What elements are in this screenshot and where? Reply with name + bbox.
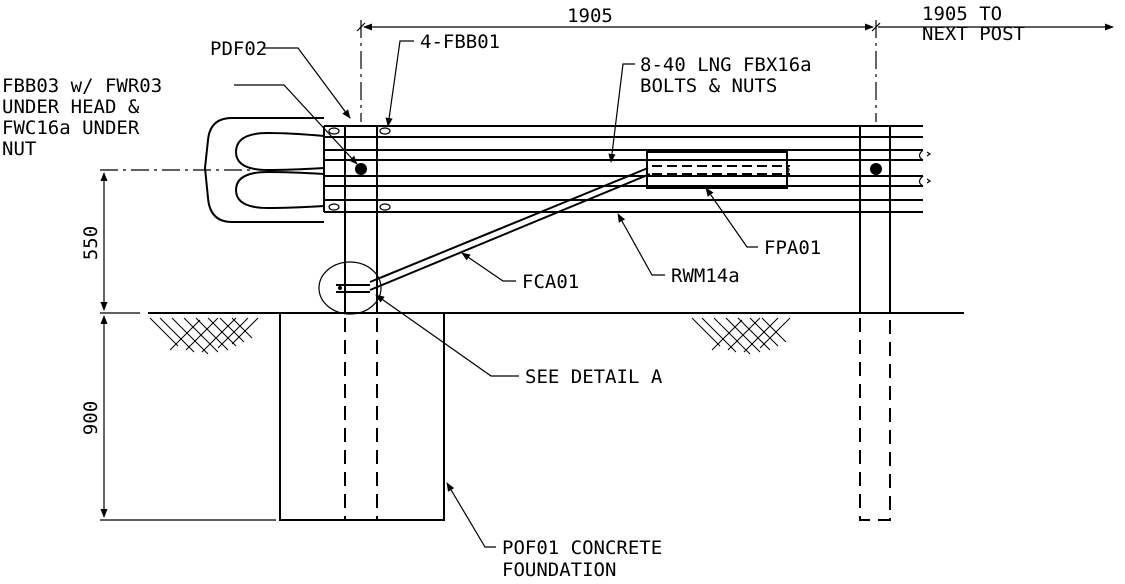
label-fbb01: 4-FBB01	[420, 31, 500, 53]
callout-rwm14a: RWM14a	[617, 213, 740, 287]
callout-fbx16a: 8-40 LNG FBX16a BOLTS & NUTS	[608, 54, 812, 163]
dimension-1905: 1905	[356, 5, 1114, 122]
label-fbx16a-line1: 8-40 LNG FBX16a	[640, 54, 812, 76]
label-pof01-line1: POF01 CONCRETE	[502, 537, 662, 559]
dimension-900: 900	[80, 315, 276, 521]
dimension-next-post-line2: NEXT POST	[922, 23, 1025, 45]
dimension-next-post: 1905 TO NEXT POST	[922, 3, 1025, 45]
concrete-foundation	[279, 313, 445, 521]
label-fpa01: FPA01	[764, 237, 821, 259]
label-fbb03-line2: UNDER HEAD &	[2, 96, 140, 118]
buffer-end-terminal	[203, 117, 325, 223]
callout-fca01: FCA01	[461, 252, 579, 293]
soil-hatch-left	[149, 317, 259, 355]
soil-hatch-right	[691, 317, 791, 355]
anchor-cable	[336, 167, 651, 293]
dimension-550: 550	[80, 169, 250, 314]
label-fbb03-line4: NUT	[2, 138, 36, 160]
post-bolt-end	[355, 163, 367, 175]
label-fbx16a-line2: BOLTS & NUTS	[640, 75, 777, 97]
post-bolt-line	[870, 163, 882, 175]
label-see-detail-a: SEE DETAIL A	[525, 366, 663, 388]
dimension-rail-height: 550	[80, 226, 102, 260]
label-rwm14a: RWM14a	[671, 265, 740, 287]
label-pof01-line2: FOUNDATION	[502, 559, 616, 581]
dimension-next-post-line1: 1905 TO	[922, 3, 1002, 25]
rail-splice-bolts	[328, 127, 391, 211]
callout-pof01: POF01 CONCRETE FOUNDATION	[446, 482, 662, 581]
cable-anchor-bracket	[646, 151, 790, 189]
label-fca01: FCA01	[522, 271, 579, 293]
callout-fbb01: 4-FBB01	[385, 31, 500, 127]
callout-fpa01: FPA01	[705, 187, 821, 259]
label-fbb03-line1: FBB03 w/ FWR03	[2, 75, 162, 97]
callout-detail-a: SEE DETAIL A	[375, 294, 663, 388]
w-beam-rail	[323, 125, 932, 213]
label-fbb03-line3: FWC16a UNDER	[2, 117, 140, 139]
detail-a-circle	[318, 261, 382, 315]
label-pdf02: PDF02	[210, 38, 267, 60]
callout-fbb03: FBB03 w/ FWR03 UNDER HEAD & FWC16a UNDER…	[2, 75, 358, 165]
callout-pdf02: PDF02	[210, 38, 351, 119]
dimension-post-spacing: 1905	[567, 5, 613, 27]
dimension-foundation-depth: 900	[80, 401, 102, 435]
